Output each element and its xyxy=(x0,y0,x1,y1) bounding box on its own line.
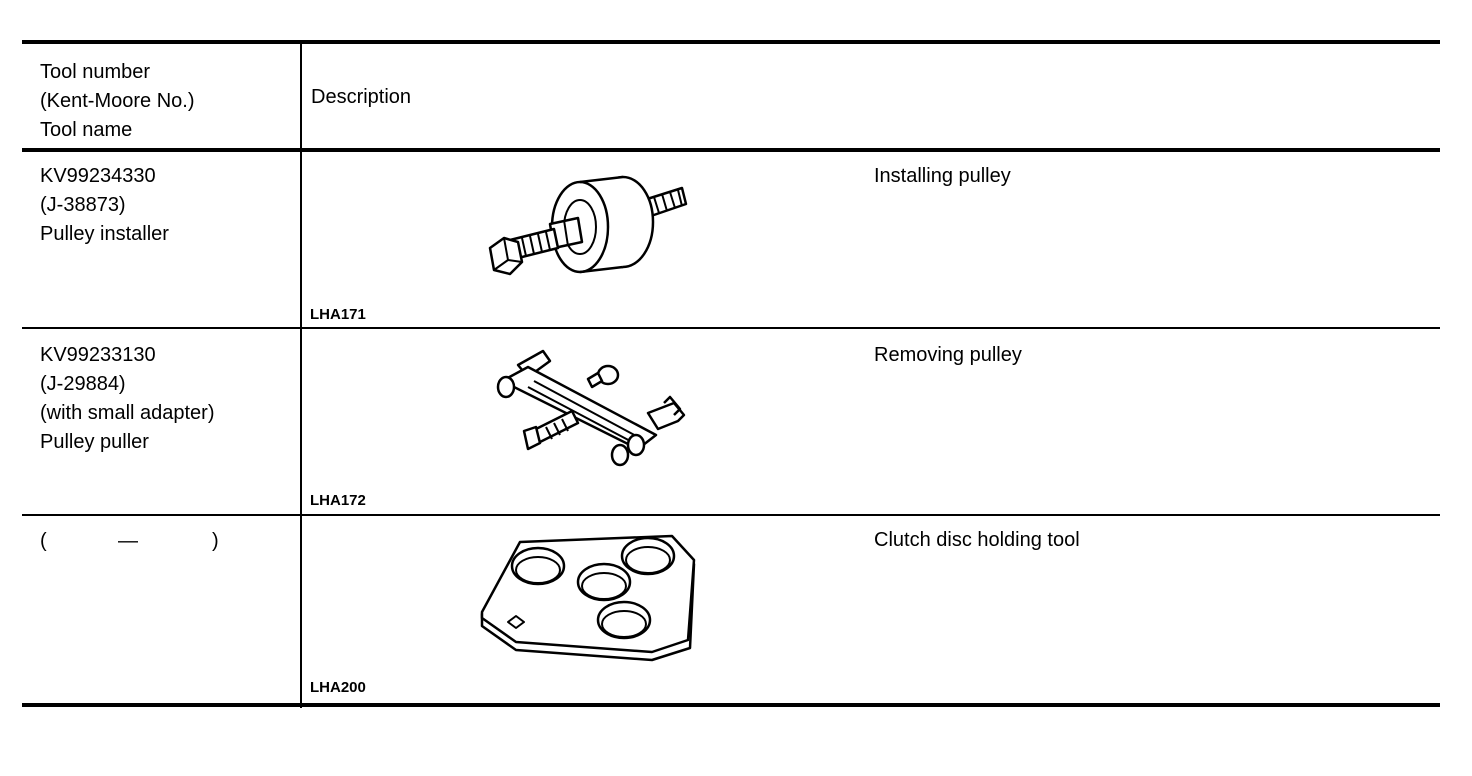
header-line: Tool name xyxy=(40,119,133,141)
tool-name: Pulley puller xyxy=(40,431,149,453)
dash-placeholder: — xyxy=(118,530,138,552)
kent-moore-number: (J-38873) xyxy=(40,194,126,216)
tool-column-header: Tool number (Kent-Moore No.) Tool name xyxy=(40,58,195,145)
tool-cell: KV99234330 (J-38873) Pulley installer xyxy=(40,162,169,249)
figure-code: LHA171 xyxy=(310,306,366,323)
close-paren: ) xyxy=(212,530,219,552)
figure-code: LHA172 xyxy=(310,492,366,509)
column-divider xyxy=(300,42,302,708)
tool-cell: KV99233130 (J-29884) (with small adapter… xyxy=(40,341,215,457)
tool-name: Pulley installer xyxy=(40,223,169,245)
pulley-installer-illustration xyxy=(488,175,688,276)
table-bottom-border xyxy=(22,703,1440,707)
row-divider xyxy=(22,327,1440,329)
figure-code: LHA200 xyxy=(310,679,366,696)
description-text: Clutch disc holding tool xyxy=(874,529,1080,551)
adapter-note: (with small adapter) xyxy=(40,402,215,424)
header-bottom-border xyxy=(22,148,1440,152)
description-text: Removing pulley xyxy=(874,344,1022,366)
clutch-disc-holding-tool-illustration xyxy=(480,534,696,662)
header-line: (Kent-Moore No.) xyxy=(40,90,195,112)
row-divider xyxy=(22,514,1440,516)
description-text: Installing pulley xyxy=(874,165,1011,187)
kent-moore-number: (J-29884) xyxy=(40,373,126,395)
open-paren: ( xyxy=(40,530,47,552)
header-line: Tool number xyxy=(40,61,151,83)
pulley-puller-illustration xyxy=(496,349,686,467)
table-top-border xyxy=(22,40,1440,44)
tool-number: KV99234330 xyxy=(40,165,156,187)
description-column-header: Description xyxy=(311,86,412,108)
tool-cell: ( — ) xyxy=(40,530,230,559)
tool-number: KV99233130 xyxy=(40,344,156,366)
